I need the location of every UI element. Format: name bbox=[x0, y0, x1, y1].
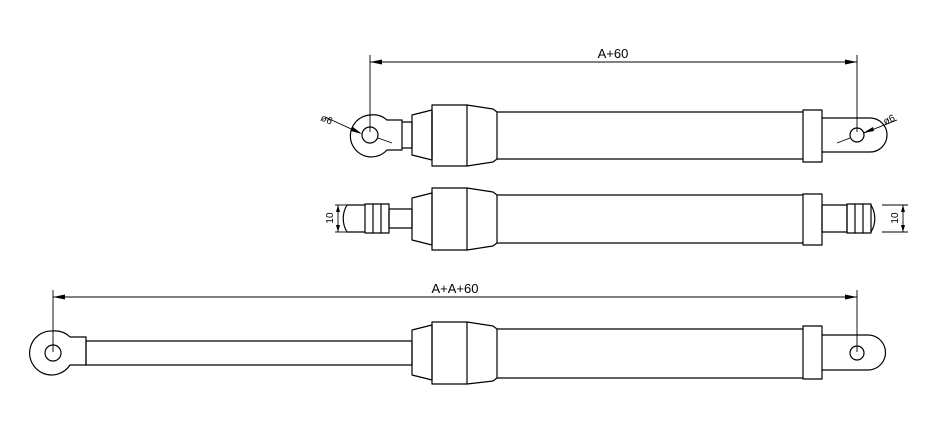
top-view-retracted: A+60 ø6 bbox=[319, 46, 898, 167]
cylinder-body-side bbox=[431, 187, 823, 251]
left-eye-extended bbox=[29, 330, 87, 376]
right-end-fitting-side bbox=[821, 203, 876, 234]
hole-callout-left: ø6 bbox=[319, 113, 393, 144]
cylinder-body-top bbox=[431, 104, 823, 167]
dimension-width-left: 10 bbox=[325, 204, 347, 233]
dimension-width-right: 10 bbox=[882, 204, 908, 233]
dimension-overall-extended: A+A+60 bbox=[52, 281, 858, 352]
right-eye-end bbox=[821, 117, 888, 153]
hole-diameter-right: ø6 bbox=[882, 113, 898, 128]
piston-rod bbox=[85, 340, 413, 366]
dimension-extended-label: A+A+60 bbox=[432, 281, 479, 296]
left-end-fitting-side bbox=[342, 203, 413, 234]
dimension-overall-top: A+60 bbox=[369, 46, 858, 132]
right-eye-extended bbox=[821, 334, 887, 371]
extended-view: A+A+60 bbox=[29, 281, 887, 385]
left-collar bbox=[411, 109, 433, 161]
hole-callout-right: ø6 bbox=[836, 113, 898, 144]
left-eye-end bbox=[349, 114, 413, 158]
width-right-label: 10 bbox=[890, 212, 901, 224]
left-collar-extended bbox=[411, 324, 433, 381]
width-left-label: 10 bbox=[325, 212, 336, 224]
hole-diameter-left: ø6 bbox=[319, 113, 335, 128]
side-view-retracted: 10 10 bbox=[325, 187, 908, 251]
cylinder-body-extended bbox=[431, 321, 823, 385]
left-collar-side bbox=[411, 192, 433, 246]
dimension-overall-label: A+60 bbox=[598, 46, 629, 61]
